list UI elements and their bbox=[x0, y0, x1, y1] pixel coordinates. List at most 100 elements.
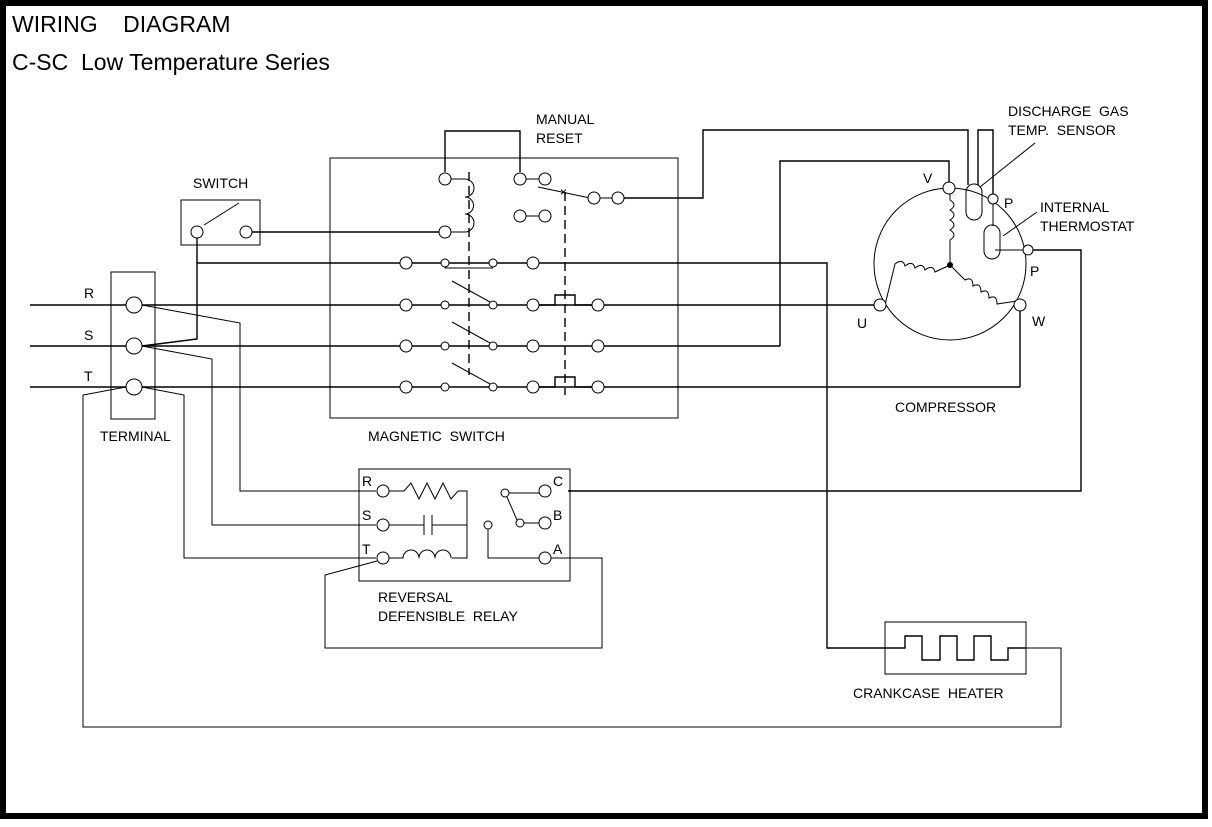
comp-label-u: U bbox=[857, 315, 867, 331]
terminal-block: R S T TERMINAL bbox=[84, 271, 171, 444]
relay-contact-b bbox=[515, 518, 525, 528]
ol-t-out bbox=[591, 380, 605, 394]
terminal-r bbox=[125, 296, 143, 314]
reset-terminal-1 bbox=[513, 172, 527, 186]
winding-u-icon bbox=[884, 260, 951, 306]
diagram-subtitle: C-SC Low Temperature Series bbox=[12, 49, 330, 75]
thermostat-arrow bbox=[1002, 211, 1038, 237]
coil-icon bbox=[451, 178, 475, 233]
reset-latch-icon: × bbox=[560, 185, 567, 199]
star-point bbox=[947, 262, 953, 268]
wire-sensor-return bbox=[977, 129, 994, 199]
phase-label-r: R bbox=[84, 285, 94, 301]
relay-label-c: C bbox=[553, 473, 563, 489]
switch-label: SWITCH bbox=[193, 175, 248, 191]
reset-terminal-4 bbox=[611, 191, 625, 205]
mc-t-blade bbox=[451, 362, 491, 385]
ol-r-out bbox=[591, 298, 605, 312]
comp-terminal-w bbox=[1013, 298, 1027, 312]
comp-label-w: W bbox=[1032, 313, 1046, 329]
ol-s-out bbox=[591, 339, 605, 353]
relay-label-b: B bbox=[553, 507, 562, 523]
mc-t-out bbox=[526, 380, 540, 394]
relay-contact-common bbox=[500, 488, 510, 498]
wire-switch-to-s bbox=[141, 238, 198, 347]
comp-terminal-p2 bbox=[1022, 244, 1034, 256]
diagram-title: WIRING DIAGRAM bbox=[12, 11, 231, 37]
comp-terminal-p1 bbox=[987, 193, 999, 205]
mc-t-moving bbox=[488, 382, 498, 392]
control-jumper bbox=[444, 267, 493, 269]
mc-s-out bbox=[526, 339, 540, 353]
relay-terminal-a bbox=[538, 551, 552, 565]
control-terminal-1 bbox=[399, 256, 413, 270]
coil-terminal-top bbox=[438, 172, 452, 186]
crankcase-heater: CRANKCASE HEATER bbox=[853, 621, 1027, 701]
comp-label-v: V bbox=[923, 170, 933, 186]
discharge-sensor-label-2: TEMP. SENSOR bbox=[1008, 122, 1116, 138]
reset-terminal-2 bbox=[538, 172, 552, 186]
capacitor-icon bbox=[389, 515, 467, 535]
relay-terminal-t bbox=[376, 551, 390, 565]
relay-box bbox=[358, 468, 571, 582]
terminal-s bbox=[125, 337, 143, 355]
heater-box bbox=[884, 621, 1027, 675]
mc-t-fixed bbox=[440, 382, 450, 392]
wire-s-to-v bbox=[779, 160, 950, 346]
phase-label-t: T bbox=[84, 368, 93, 384]
relay-label-s: S bbox=[362, 507, 371, 523]
discharge-sensor-arrow bbox=[979, 142, 1036, 188]
wire-manual-reset-loop bbox=[444, 130, 521, 172]
comp-label-p1: P bbox=[1004, 195, 1013, 211]
reversal-relay: R S T C B A REVERSAL DEFENSIBLE RELAY bbox=[358, 468, 571, 624]
phase-label-s: S bbox=[84, 327, 93, 343]
switch-terminal-right bbox=[239, 225, 253, 239]
wire-r-to-relay bbox=[141, 304, 376, 492]
relay-label-2: DEFENSIBLE RELAY bbox=[378, 608, 518, 624]
heater-element-icon bbox=[885, 635, 1026, 661]
switch-blade bbox=[203, 202, 240, 226]
manual-reset-label-1: MANUAL bbox=[536, 111, 595, 127]
switch-box bbox=[180, 199, 261, 246]
relay-label-r: R bbox=[362, 473, 372, 489]
heater-label: CRANKCASE HEATER bbox=[853, 685, 1004, 701]
overload-t-icon bbox=[539, 376, 592, 388]
relay-label-1: REVERSAL bbox=[378, 589, 453, 605]
aux-terminal-2 bbox=[538, 209, 552, 223]
manual-reset-label-2: RESET bbox=[536, 130, 583, 146]
mc-r-fixed bbox=[440, 300, 450, 310]
mc-r-out bbox=[526, 298, 540, 312]
magnetic-switch-label: MAGNETIC SWITCH bbox=[368, 428, 505, 444]
mc-r-blade bbox=[451, 280, 491, 303]
wire-t-to-relay bbox=[141, 386, 376, 559]
relay-wire-a bbox=[487, 529, 539, 559]
magnetic-switch: MAGNETIC SWITCH MANUAL RESET × bbox=[329, 111, 994, 444]
control-terminal-2 bbox=[440, 258, 450, 268]
winding-v-icon bbox=[949, 192, 955, 265]
relay-label-a: A bbox=[553, 541, 563, 557]
reset-contact-blade bbox=[537, 186, 591, 199]
winding-w-icon bbox=[949, 264, 1018, 305]
control-terminal-4 bbox=[526, 256, 540, 270]
mc-r-moving bbox=[488, 300, 498, 310]
magnetic-switch-box bbox=[329, 157, 679, 419]
comp-label-p2: P bbox=[1030, 263, 1039, 279]
terminal-label: TERMINAL bbox=[100, 428, 171, 444]
relay-terminal-s bbox=[376, 518, 390, 532]
wire-relay-a-t-loop bbox=[324, 557, 603, 649]
mc-s-moving bbox=[488, 341, 498, 351]
compressor-label: COMPRESSOR bbox=[895, 399, 996, 415]
terminal-t bbox=[125, 378, 143, 396]
relay-terminal-r bbox=[376, 484, 390, 498]
relay-label-t: T bbox=[362, 541, 371, 557]
coil-terminal-bottom bbox=[438, 225, 452, 239]
relay-terminal-b bbox=[538, 516, 552, 530]
overload-r-icon bbox=[539, 294, 592, 306]
wire-to-discharge-sensor bbox=[624, 129, 969, 199]
relay-terminal-c bbox=[538, 484, 552, 498]
thermostat-label-2: THERMOSTAT bbox=[1040, 218, 1135, 234]
compressor: V P P U W COMPRESSOR DISCHARGE GAS TEMP.… bbox=[568, 103, 1135, 492]
relay-contact-a bbox=[483, 520, 493, 530]
